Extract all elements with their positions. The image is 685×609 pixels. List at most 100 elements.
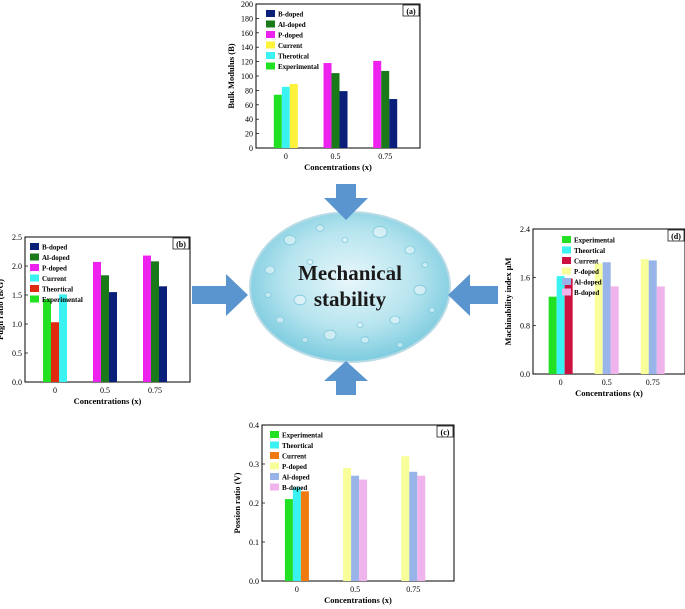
x-axis-label: Concentrations (x) (575, 388, 643, 398)
legend-swatch (562, 257, 571, 264)
legend-swatch (562, 246, 571, 254)
droplet (264, 292, 272, 298)
y-axis-label: Bulk Modulus (B) (226, 43, 236, 108)
bar-b-doped-0_75 (656, 286, 665, 374)
y-tick-label: 20 (245, 130, 253, 139)
center-ellipse-group: Mechanical stability (249, 211, 451, 363)
bar-experimental-0 (43, 299, 51, 382)
legend-label: P-doped (278, 32, 303, 40)
x-axis-label: Concentrations (x) (304, 162, 372, 172)
y-tick-label: 80 (245, 86, 253, 95)
y-axis-label: Possion ratio (V) (232, 472, 242, 533)
bar-p-doped-0_5 (594, 263, 603, 374)
center-title-line1: Mechanical (298, 261, 402, 285)
legend-label: Al-doped (282, 474, 310, 482)
legend-label: P-doped (574, 268, 599, 276)
legend-swatch (30, 285, 39, 292)
droplet (386, 267, 394, 273)
bar-b-doped-0_5 (339, 91, 348, 148)
y-tick-label: 200 (241, 0, 253, 9)
y-tick-label: 0.0 (520, 370, 530, 379)
bar-p-doped-0_5 (323, 63, 332, 148)
y-tick-label: 2.5 (12, 233, 22, 242)
bar-experimental-0 (273, 94, 282, 148)
droplet (372, 225, 388, 238)
bar-al-doped-0_5 (331, 73, 340, 148)
legend-label: Al-doped (278, 21, 306, 29)
legend-label: Experimental (574, 237, 615, 245)
droplet (360, 336, 370, 344)
droplet (356, 322, 364, 328)
bar-al-doped-0_75 (381, 70, 390, 148)
legend-swatch (270, 431, 279, 438)
arrow-right-icon (192, 274, 248, 316)
droplet (264, 265, 276, 275)
arrow-down-icon (324, 184, 368, 220)
y-tick-label: 0.3 (249, 460, 259, 469)
legend-swatch (266, 31, 275, 38)
x-tick-label: 0.75 (406, 585, 420, 594)
y-tick-label: 0.0 (249, 577, 259, 586)
panel-label-box (667, 229, 685, 242)
bar-p-doped-0_5 (343, 467, 352, 581)
y-axis-label: Pugh ratio (B/G) (0, 279, 5, 340)
panel-label-box (402, 4, 420, 17)
legend-swatch (266, 62, 275, 70)
droplet-texture (264, 224, 436, 348)
x-tick-label: 0.75 (378, 152, 392, 161)
legend-swatch (270, 452, 279, 459)
bar-b-doped-0_75 (389, 99, 398, 148)
legend-swatch (30, 243, 39, 250)
bar-p-doped-0_75 (401, 456, 410, 581)
legend-label: B-doped (42, 244, 67, 252)
x-tick-label: 0 (295, 585, 299, 594)
bar-p-doped-0_75 (143, 255, 151, 382)
droplet (428, 307, 436, 313)
legend-label: Theortical (574, 247, 605, 255)
bar-p-doped-0_75 (640, 259, 649, 374)
bar-current-0 (300, 491, 309, 581)
panel-label: (a) (406, 7, 416, 16)
y-tick-label: 1.5 (12, 291, 22, 300)
y-tick-label: 0.4 (249, 421, 259, 430)
arrow-left-icon (448, 274, 498, 316)
bar-theortical-0 (51, 322, 59, 382)
x-tick-label: 0 (559, 378, 563, 387)
y-tick-label: 180 (241, 14, 253, 23)
legend-swatch (30, 264, 39, 271)
bar-b-doped-0_5 (109, 292, 117, 382)
droplet (293, 294, 307, 306)
y-tick-label: 100 (241, 72, 253, 81)
arrows (192, 184, 498, 395)
droplet (301, 337, 309, 343)
bar-theortical-0 (292, 487, 301, 581)
legend-label: B-doped (278, 11, 303, 19)
legend-label: Theortical (282, 442, 313, 450)
bar-al-doped-0_5 (351, 475, 360, 581)
y-tick-label: 0.5 (12, 349, 22, 358)
legend-swatch (562, 278, 571, 285)
x-tick-label: 0.75 (646, 378, 660, 387)
legend-label: Experimental (42, 296, 83, 304)
bar-experimental-0 (284, 499, 293, 581)
bar-al-doped-0_75 (151, 261, 159, 382)
panel-label-box (436, 425, 454, 438)
bar-p-doped-0_75 (373, 60, 382, 148)
droplet (306, 259, 314, 265)
legend-label: Al-doped (574, 279, 602, 287)
bar-b-doped-0_5 (359, 479, 368, 581)
y-tick-label: 0.2 (249, 499, 259, 508)
center-title-line2: stability (314, 287, 387, 311)
bar-current-0 (564, 278, 573, 374)
legend-swatch (30, 274, 39, 282)
y-tick-label: 140 (241, 43, 253, 52)
legend-swatch (266, 20, 275, 28)
y-tick-label: 1.0 (12, 320, 22, 329)
legend-label: Experimental (282, 432, 323, 440)
legend-swatch (30, 295, 39, 303)
